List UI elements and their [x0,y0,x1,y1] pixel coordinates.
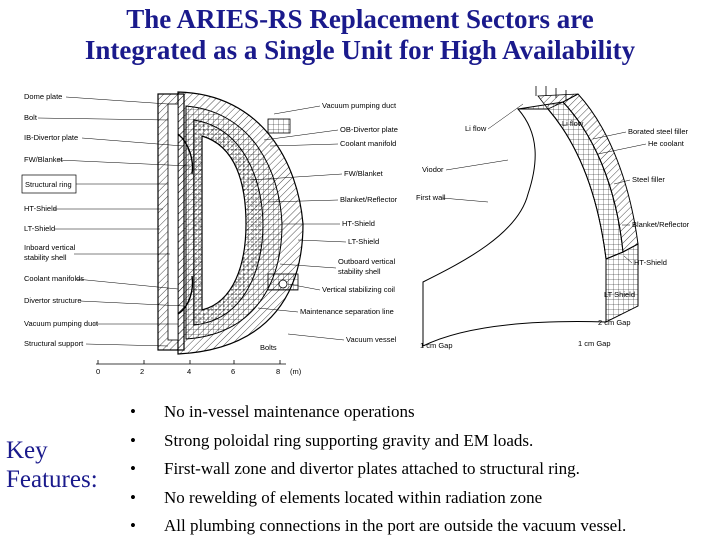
label-first-wall: First wall [416,193,446,202]
label-inboard-vertical: Inboard vertical [24,243,76,252]
label-1cm-gap-left: 1 cm Gap [420,341,453,350]
key-features-heading: Key Features: [6,436,98,494]
label-2cm-gap: 2 cm Gap [598,318,631,327]
label-ob-divertor-plate: OB-Divertor plate [340,125,398,134]
label-li-flow-1: Li flow [465,124,487,133]
label-vacuum-vessel: Vacuum vessel [346,335,397,344]
label-vertical-stabilizing-coil: Vertical stabilizing coil [322,285,395,294]
label-fw-blanket: FW/Blanket [24,155,64,164]
center-labels: Vacuum pumping duct OB-Divertor plate Co… [249,101,398,352]
label-outboard-vertical: Outboard vertical [338,257,395,266]
label-bolt: Bolt [24,113,38,122]
list-item: No in-vessel maintenance operations [126,398,626,427]
key-line-2: Features: [6,466,98,493]
label-lt-shield-right: LT Shield [604,290,635,299]
scale-tick-4: 4 [187,367,191,376]
label-ht-shield-left: HT-Shield [24,204,57,213]
label-ht-shield-right: HT-Shield [634,258,667,267]
label-lt-shield-left: LT-Shield [24,224,55,233]
scale-tick-8: 8 [276,367,280,376]
list-item: First-wall zone and divertor plates atta… [126,455,626,484]
cross-section-drawing [157,91,304,355]
right-labels: Li flow Li flow Borated steel filler He … [416,103,690,350]
scale-tick-6: 6 [231,367,235,376]
scale-bar: 0 2 4 6 8 (m) [96,360,302,376]
label-ib-divertor-plate: IB-Divertor plate [24,133,78,142]
label-vacuum-pumping-duct-right: Vacuum pumping duct [322,101,397,110]
label-he-coolant: He coolant [648,139,685,148]
title-line-2: Integrated as a Single Unit for High Ava… [84,35,636,65]
left-labels: Dome plate Bolt IB-Divertor plate FW/Bla… [21,92,191,348]
label-structural-support: Structural support [24,339,84,348]
title-line-1: The ARIES-RS Replacement Sectors are [126,4,594,34]
label-dome-plate: Dome plate [24,92,62,101]
label-viodor: Viodor [422,165,444,174]
label-li-flow-2: Li flow [562,119,584,128]
label-lt-shield-center: LT-Shield [348,237,379,246]
scale-tick-0: 0 [96,367,100,376]
label-fw-blanket-right: FW/Blanket [344,169,384,178]
scale-tick-2: 2 [140,367,144,376]
label-1cm-gap-right: 1 cm Gap [578,339,611,348]
label-steel-filler: Steel filler [632,175,665,184]
list-item: No rewelding of elements located within … [126,484,626,513]
label-ht-shield-center: HT-Shield [342,219,375,228]
label-stability-shell-right: stability shell [338,267,381,276]
label-blanket-reflector-right: Blanket/Reflector [632,220,690,229]
engineering-figure: Dome plate Bolt IB-Divertor plate FW/Bla… [21,86,690,376]
key-line-1: Key [6,437,48,464]
label-stability-shell-left: stability shell [24,253,67,262]
label-borated-steel-filler: Borated steel filler [628,127,689,136]
label-maintenance-separation-line: Maintenance separation line [300,307,394,316]
label-bolts: Bolts [260,343,277,352]
label-vacuum-pumping-duct-left: Vacuum pumping duct [24,319,99,328]
list-item: All plumbing connections in the port are… [126,512,626,541]
scale-unit: (m) [290,367,302,376]
features-list: No in-vessel maintenance operations Stro… [126,398,626,541]
label-blanket-reflector-center: Blanket/Reflector [340,195,398,204]
label-coolant-manifold: Coolant manifold [340,139,396,148]
label-divertor-structure: Divertor structure [24,296,82,305]
blanket-isometric-drawing [422,86,639,347]
label-structural-ring: Structural ring [25,180,72,189]
list-item: Strong poloidal ring supporting gravity … [126,427,626,456]
label-coolant-manifolds: Coolant manifolds [24,274,84,283]
slide-title: The ARIES-RS Replacement Sectors are Int… [0,4,720,66]
